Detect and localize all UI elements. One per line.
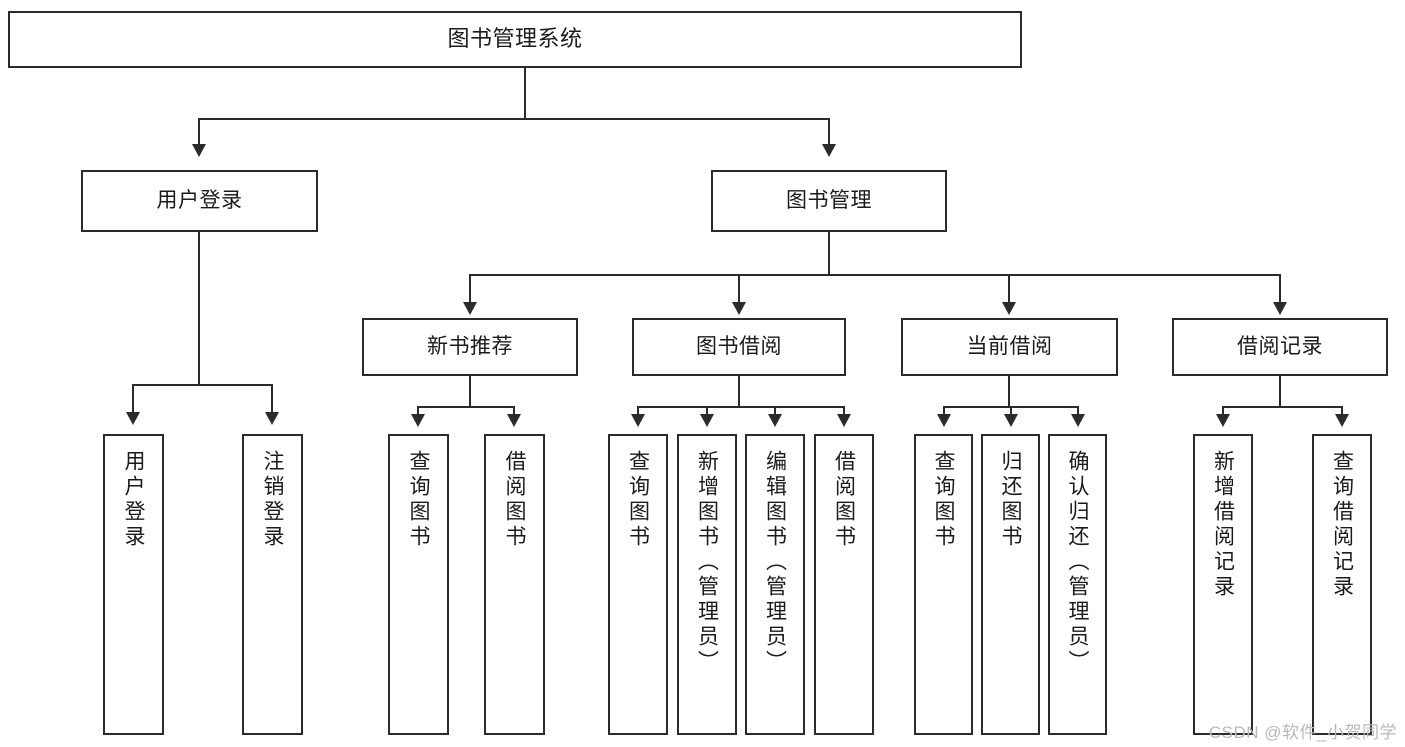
leaf-query-book-3[interactable]: 查询图书 (914, 434, 973, 735)
connector-book-manage-bus (469, 274, 1281, 277)
node-label: 注销登录 (261, 450, 284, 550)
node-label: 确认归还（管理员） (1066, 450, 1089, 675)
connector-book-borrow-stem (738, 376, 741, 406)
node-label: 当前借阅 (966, 335, 1053, 359)
connector-root-stem (524, 68, 527, 118)
arrow-book-borrow-leaf-1 (631, 414, 645, 427)
arrow-user-login-leaf-1 (126, 412, 140, 425)
node-label: 图书管理 (786, 189, 872, 213)
arrow-borrow-record-leaf-1 (1216, 414, 1230, 427)
arrow-current-borrow-leaf-2 (1004, 414, 1018, 427)
connector-borrow-record-drop-1 (1222, 406, 1225, 418)
node-label: 用户登录 (122, 450, 145, 550)
leaf-logout[interactable]: 注销登录 (242, 434, 303, 735)
node-label: 图书借阅 (696, 335, 782, 359)
node-label: 借阅图书 (503, 450, 526, 550)
leaf-edit-book[interactable]: 编辑图书（管理员） (745, 434, 805, 735)
arrow-to-current-borrow (1002, 302, 1016, 315)
leaf-confirm-return[interactable]: 确认归还（管理员） (1048, 434, 1107, 735)
leaf-add-record[interactable]: 新增借阅记录 (1193, 434, 1253, 735)
connector-book-borrow-drop-2 (706, 406, 709, 418)
node-book-manage[interactable]: 图书管理 (711, 170, 947, 232)
connector-user-login-bus (132, 384, 272, 387)
arrow-book-borrow-leaf-2 (700, 414, 714, 427)
node-label: 用户登录 (156, 189, 243, 213)
node-label: 查询借阅记录 (1330, 450, 1354, 600)
leaf-add-book[interactable]: 新增图书（管理员） (677, 434, 737, 735)
node-new-book-rec[interactable]: 新书推荐 (362, 318, 578, 376)
arrow-to-book-borrow (732, 302, 746, 315)
connector-current-borrow-drop-3 (1077, 406, 1080, 418)
arrow-root-to-user-login (192, 144, 206, 157)
connector-book-manage-drop-2 (738, 274, 741, 306)
node-label: 新增借阅记录 (1211, 450, 1235, 600)
arrow-to-borrow-record (1273, 302, 1287, 315)
node-label: 编辑图书（管理员） (763, 450, 787, 675)
node-label: 归还图书 (999, 450, 1022, 550)
connector-root-bus (198, 118, 830, 121)
connector-borrow-record-stem (1279, 376, 1282, 406)
leaf-return-book[interactable]: 归还图书 (981, 434, 1040, 735)
node-label: 新增图书（管理员） (695, 450, 719, 675)
leaf-borrow-book-1[interactable]: 借阅图书 (484, 434, 545, 735)
node-label: 查询图书 (626, 450, 650, 550)
connector-user-login-stem (198, 232, 201, 384)
connector-new-book-rec-drop-1 (417, 406, 420, 418)
leaf-query-record[interactable]: 查询借阅记录 (1312, 434, 1372, 735)
connector-user-login-drop-1 (132, 384, 135, 416)
arrow-book-borrow-leaf-3 (768, 414, 782, 427)
connector-book-borrow-drop-1 (637, 406, 640, 418)
arrow-current-borrow-leaf-3 (1071, 414, 1085, 427)
arrow-user-login-leaf-2 (265, 412, 279, 425)
connector-root-to-book-manage (828, 118, 831, 148)
node-borrow-record[interactable]: 借阅记录 (1172, 318, 1388, 376)
connector-book-manage-drop-4 (1279, 274, 1282, 306)
node-root-system[interactable]: 图书管理系统 (8, 11, 1022, 68)
arrow-to-new-book-rec (463, 302, 477, 315)
connector-new-book-rec-drop-2 (513, 406, 516, 418)
arrow-new-book-rec-leaf-2 (507, 414, 521, 427)
connector-book-manage-drop-3 (1008, 274, 1011, 306)
connector-book-manage-drop-1 (469, 274, 472, 306)
leaf-user-login[interactable]: 用户登录 (103, 434, 164, 735)
node-book-borrow[interactable]: 图书借阅 (632, 318, 846, 376)
leaf-query-book-1[interactable]: 查询图书 (388, 434, 449, 735)
connector-current-borrow-drop-2 (1010, 406, 1013, 418)
node-label: 新书推荐 (427, 335, 513, 359)
arrow-new-book-rec-leaf-1 (411, 414, 425, 427)
arrow-current-borrow-leaf-1 (937, 414, 951, 427)
connector-current-borrow-stem (1008, 376, 1011, 406)
leaf-query-book-2[interactable]: 查询图书 (608, 434, 668, 735)
connector-new-book-rec-stem (469, 376, 472, 406)
connector-borrow-record-bus (1222, 406, 1342, 409)
arrow-root-to-book-manage (822, 144, 836, 157)
arrow-book-borrow-leaf-4 (837, 414, 851, 427)
connector-borrow-record-drop-2 (1341, 406, 1344, 418)
connector-current-borrow-drop-1 (943, 406, 946, 418)
leaf-borrow-book-2[interactable]: 借阅图书 (814, 434, 874, 735)
node-current-borrow[interactable]: 当前借阅 (901, 318, 1118, 376)
watermark-text: CSDN @软件_小贺同学 (1208, 723, 1397, 742)
connector-book-borrow-drop-4 (843, 406, 846, 418)
connector-book-manage-stem (828, 232, 831, 274)
connector-book-borrow-bus (637, 406, 844, 409)
node-user-login[interactable]: 用户登录 (81, 170, 318, 232)
node-label: 查询图书 (407, 450, 430, 550)
connector-user-login-drop-2 (271, 384, 274, 416)
connector-new-book-rec-bus (417, 406, 514, 409)
node-label: 图书管理系统 (447, 26, 583, 52)
arrow-borrow-record-leaf-2 (1335, 414, 1349, 427)
connector-book-borrow-drop-3 (774, 406, 777, 418)
node-label: 借阅记录 (1237, 335, 1323, 359)
connector-root-to-user-login (198, 118, 201, 148)
node-label: 查询图书 (932, 450, 955, 550)
node-label: 借阅图书 (832, 450, 856, 550)
